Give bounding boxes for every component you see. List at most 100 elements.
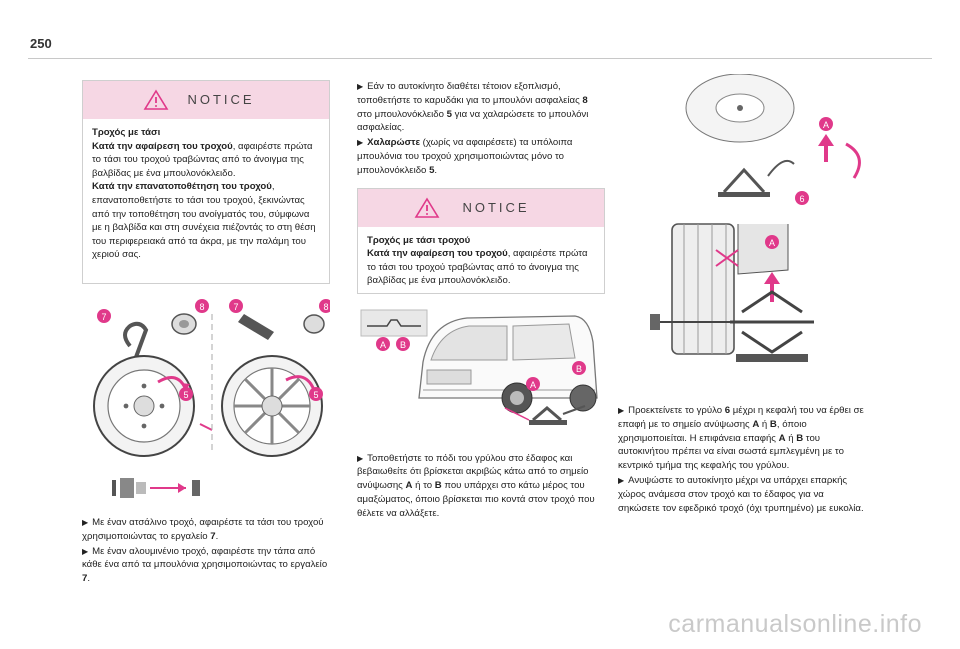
callout-b [396, 336, 410, 351]
ref-letter: B [434, 480, 442, 492]
callout-6 [795, 191, 809, 205]
callout-label: A [530, 380, 536, 390]
notice-heading: Τροχός με τάσι τροχού [367, 234, 471, 246]
hook-tool-icon [123, 321, 149, 369]
ref-letter: A [405, 480, 413, 492]
ref-letter: A [778, 432, 786, 444]
col2-instructions: ▶Εάν το αυτοκίνητο διαθέτει τέτοιον εξοπ… [357, 80, 605, 178]
jack-position-illustration: A B A B [360, 309, 598, 425]
callout-7b [229, 299, 243, 313]
instruction-text: του αυτοκινήτου πρέπει να είναι σωστά εμ… [618, 432, 844, 472]
ref-number: 8 [582, 94, 588, 106]
callout-label: 8 [199, 302, 204, 312]
callout-b2 [572, 360, 586, 375]
alloy-wheel-icon [221, 355, 323, 457]
instruction-text: για να χαλαρώσετε το μπουλόνι ασφαλείας. [357, 108, 589, 134]
ref-number: 6 [724, 405, 731, 416]
jack-extension-illustration: A 6 A [650, 74, 861, 362]
callout-label: A [823, 120, 829, 130]
bullet-arrow-icon: ▶ [357, 82, 364, 91]
callout-8 [195, 299, 209, 313]
notice-title: NOTICE [187, 92, 255, 108]
bullet-arrow-icon: ▶ [618, 475, 625, 485]
col1-instructions: ▶ Με έναν ατσάλινο τροχό, αφαιρέστε τα τά… [82, 516, 330, 586]
callout-label: 7 [233, 302, 238, 312]
notice-text: , αφαιρέστε πρώτα το τάσι του τροχού τρα… [367, 248, 588, 287]
notice-title: NOTICE [462, 199, 530, 215]
ref-number: 7 [210, 530, 216, 542]
notice-header: NOTICE [83, 81, 329, 119]
instruction-text: . [87, 573, 91, 585]
notice-box-2: NOTICE Τροχός με τάσι τροχού Κατά την αφ… [357, 187, 605, 297]
bullet-arrow-icon: ▶ [82, 546, 89, 556]
callout-label: A [380, 340, 386, 350]
steel-wheel-icon [93, 355, 195, 457]
tyre-section-icon [671, 223, 735, 355]
ref-letter: B [796, 432, 804, 444]
instruction-text: στο μπουλονόκλειδο [357, 108, 447, 120]
col3-instructions: ▶Προεκτείνετε το γρύλο 6 μέχρι η κεφαλή … [618, 404, 866, 515]
instruction-text: (χωρίς να αφαιρέσετε) τα υπόλοιπα μπουλό… [357, 137, 573, 176]
ref-number: 5 [446, 108, 452, 120]
instruction-text: ή το [412, 480, 435, 492]
callout-label: 7 [101, 312, 106, 322]
instruction-text: που υπάρχει στο κάτω μέρος του αμαξώματο… [357, 480, 595, 519]
instruction-text: ή [785, 432, 797, 444]
instruction-text: ή [759, 418, 770, 430]
ref-number: 7 [82, 573, 88, 585]
ref-number: 5 [429, 164, 435, 176]
bullet-arrow-icon: ▶ [618, 406, 625, 415]
callout-5 [179, 387, 193, 401]
notice-header: NOTICE [358, 188, 604, 227]
ref-letter: A [752, 418, 760, 430]
notice-body: Τροχός με τάσι Κατά την αφαίρεση του τρο… [83, 119, 329, 271]
callout-5b [309, 387, 323, 401]
notice-heading: Τροχός με τάσι [92, 127, 161, 138]
instruction-bold: Χαλαρώστε [367, 137, 421, 149]
scissor-jack-icon [650, 290, 814, 362]
callout-label: 5 [313, 390, 318, 400]
watermark: carmanualsonline.info [668, 610, 922, 638]
callout-label: B [576, 364, 582, 374]
callout-label: 8 [323, 302, 328, 312]
notice-text: , αφαιρέστε πρώτα το τάσι του τροχού τρα… [92, 140, 313, 179]
lug-cap-detail-icon [112, 478, 200, 498]
cap-tool-icon [238, 314, 274, 340]
instruction-text: . [434, 164, 438, 176]
wheel-trim-removal-illustration: 7 8 5 7 8 [93, 299, 330, 498]
notice-bold: Κατά την αφαίρεση του τροχού [367, 248, 508, 260]
column-3: A 6 A ▶Προεκτείνετε το γρύλο 6 μέχρι η κ… [618, 74, 866, 516]
instruction-text: Με έναν ατσάλινο τροχό, αφαιρέστε τα τάσ… [82, 517, 324, 542]
callout-a [376, 336, 390, 351]
ref-letter: B [769, 418, 777, 430]
callout-label: 6 [799, 194, 804, 204]
instruction-text: Ανυψώστε το αυτοκίνητο μέχρι να υπάρχει … [618, 474, 864, 514]
warning-icon [143, 89, 169, 110]
notice-bold: Κατά την αφαίρεση του τροχού [92, 140, 233, 152]
notice-body: Τροχός με τάσι τροχού Κατά την αφαίρεση … [358, 227, 604, 297]
instruction-text: . [215, 530, 219, 542]
callout-a [819, 117, 833, 131]
instruction-text: Με έναν αλουμινένιο τροχό, αφαιρέστε την… [82, 545, 328, 571]
instruction-text: μέχρι η κεφαλή του να έρθει σε επαφή με … [618, 405, 864, 430]
column-2: ▶Εάν το αυτοκίνητο διαθέτει τέτοιον εξοπ… [357, 80, 605, 522]
instruction-text: Προεκτείνετε το γρύλο [628, 405, 725, 416]
page-number: 250 [30, 36, 52, 51]
notice-box-1: NOTICE Τροχός με τάσι Κατά την αφαίρεση … [82, 80, 330, 284]
vehicle-icon [418, 314, 598, 399]
top-rule [28, 58, 932, 59]
callout-label: B [400, 340, 406, 350]
callout-7 [97, 309, 111, 323]
callout-a2 [526, 376, 540, 391]
col2-instructions-2: ▶Τοποθετήστε το πόδι του γρύλου στο έδαφ… [357, 452, 605, 521]
notice-bold: Κατά την επανατοποθέτηση του τροχού [92, 181, 272, 193]
callout-8b [319, 299, 330, 313]
callout-label: 5 [183, 390, 188, 400]
column-1: NOTICE Τροχός με τάσι Κατά την αφαίρεση … [82, 80, 330, 587]
instruction-text: Τοποθετήστε το πόδι του γρύλου στο έδαφο… [357, 452, 589, 492]
callout-label: A [769, 238, 775, 248]
warning-icon [414, 197, 440, 218]
bullet-arrow-icon: ▶ [357, 138, 364, 148]
instruction-text: Εάν το αυτοκίνητο διαθέτει τέτοιον εξοπλ… [357, 81, 583, 106]
bullet-arrow-icon: ▶ [357, 453, 364, 463]
